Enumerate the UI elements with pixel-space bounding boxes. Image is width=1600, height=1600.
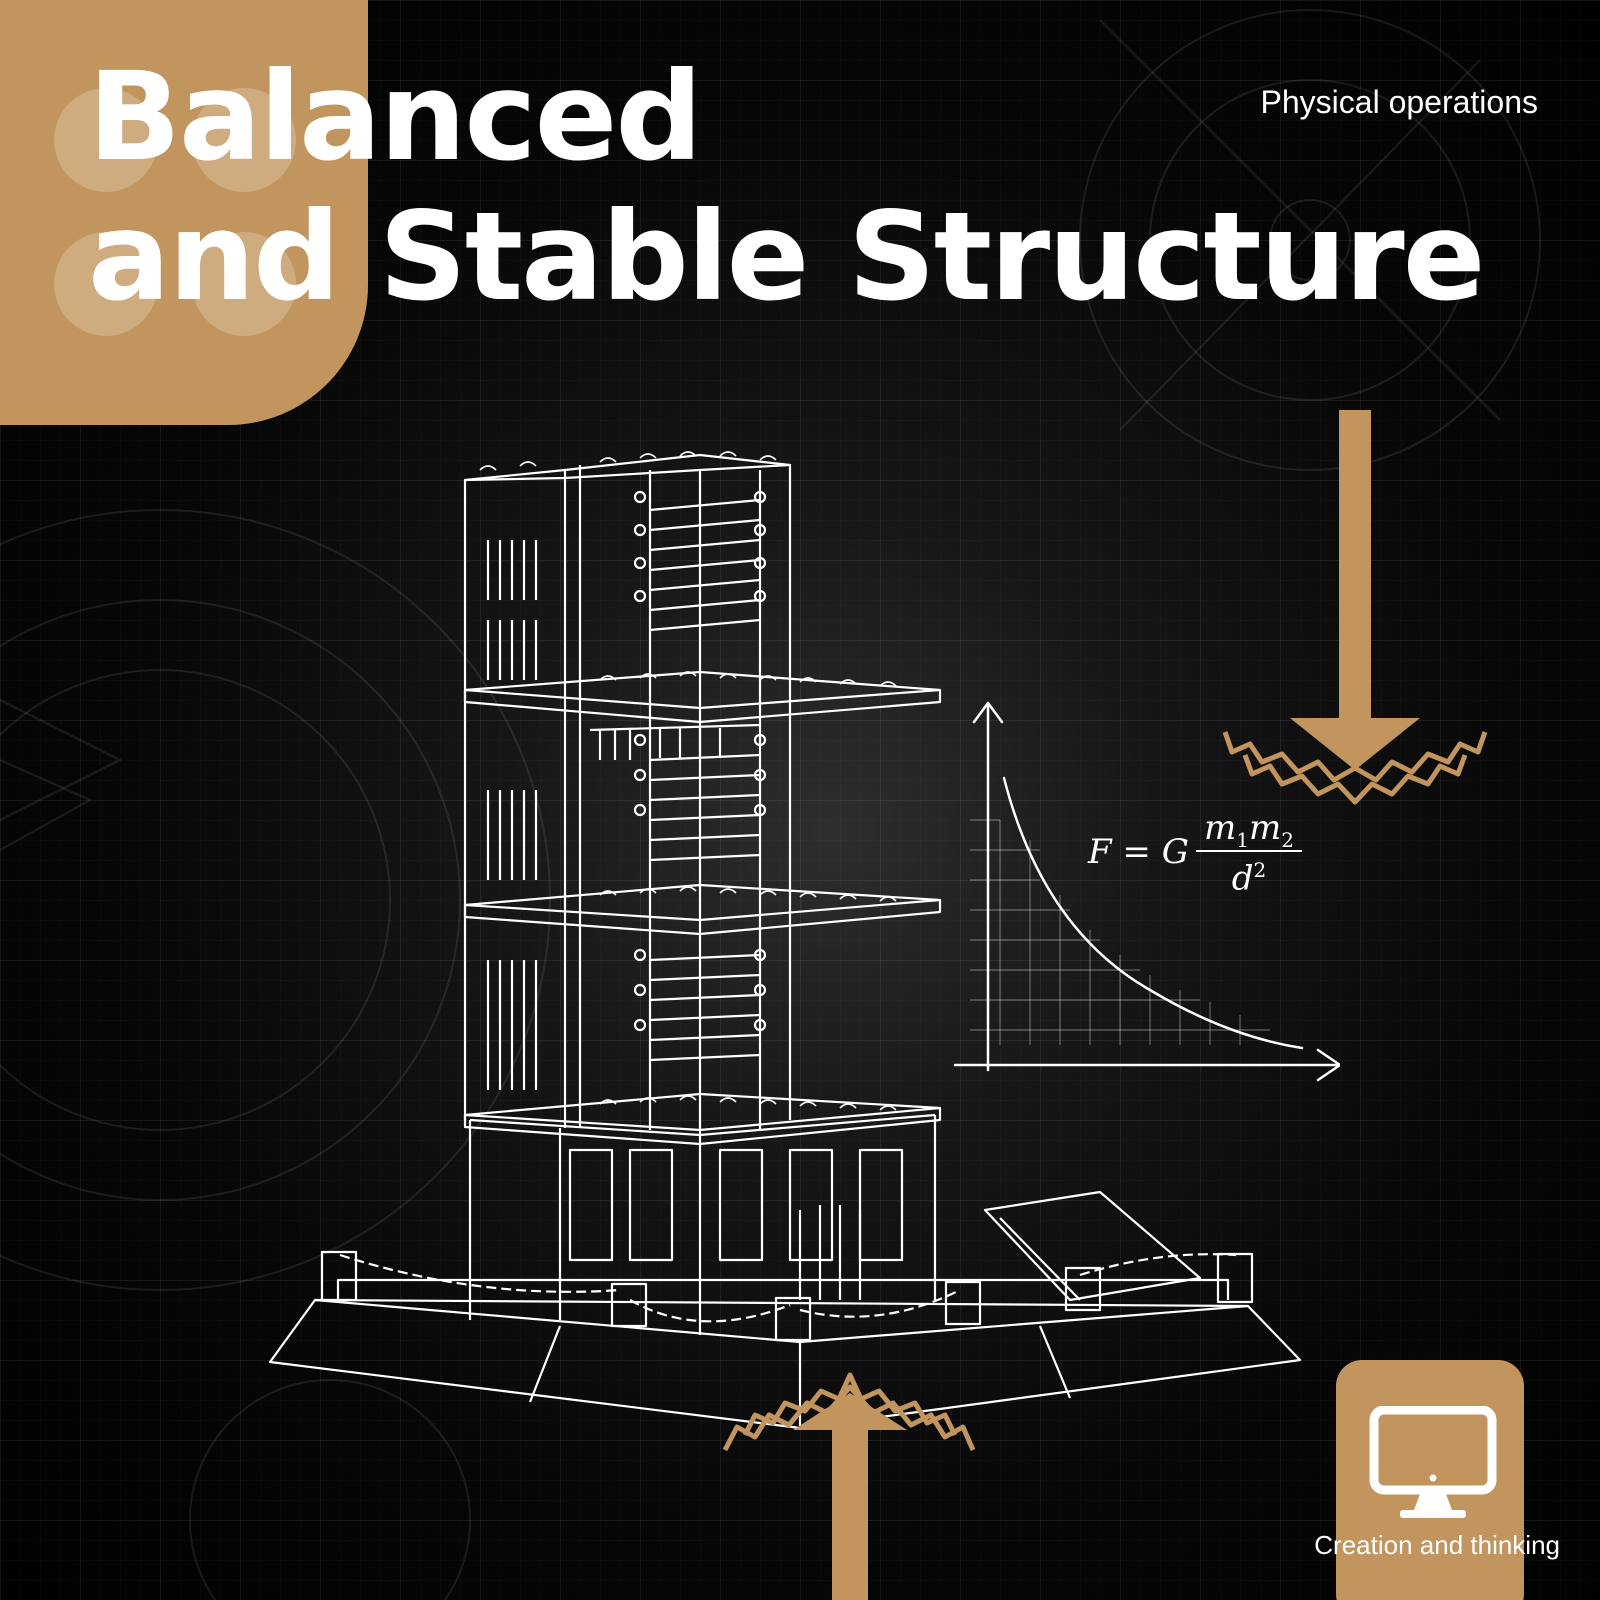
formula-m2: m: [1249, 808, 1282, 848]
formula-fraction-bar: [1196, 850, 1302, 852]
monitor-icon: [1369, 1406, 1497, 1518]
physical-operations-label: Physical operations: [1260, 84, 1538, 120]
force-distance-graph: [953, 701, 1340, 1082]
formula-d: d: [1231, 858, 1254, 899]
tower-illustration: [268, 451, 1302, 1430]
formula-fraction: m1m2 d2: [1196, 808, 1302, 898]
headline-line-2: and Stable Structure: [88, 186, 1485, 328]
formula-numerator: m1m2: [1196, 808, 1302, 852]
formula-lhs: F = G: [1088, 832, 1189, 872]
creation-and-thinking-label: Creation and thinking: [1314, 1530, 1560, 1560]
formula-m1: m: [1204, 808, 1237, 848]
headline-line-1: Balanced: [88, 46, 703, 188]
formula-sub2: 2: [1281, 827, 1294, 852]
down-arrow-icon: [1222, 410, 1488, 805]
formula-sup: 2: [1253, 858, 1267, 882]
creation-card: [1336, 1360, 1524, 1600]
tab-circle: [192, 88, 296, 192]
tab-circle: [192, 232, 296, 336]
formula-sub1: 1: [1236, 827, 1249, 852]
up-arrow-icon: [722, 1372, 976, 1600]
corner-tab: [0, 0, 368, 425]
tab-circle: [54, 88, 158, 192]
tab-circle: [54, 232, 158, 336]
formula-denominator: d2: [1196, 858, 1302, 898]
